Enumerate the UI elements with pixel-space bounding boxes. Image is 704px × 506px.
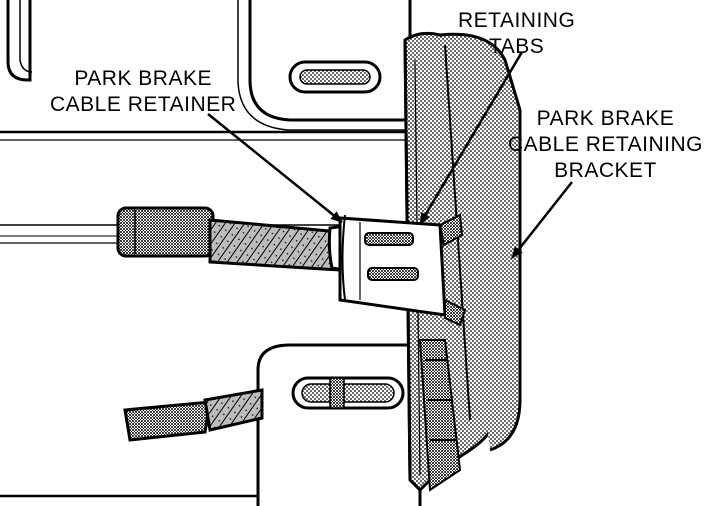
label-retaining-tabs: RETAINING TABS [458,8,575,60]
arrow-cable-retainer [207,113,343,223]
retaining-bracket [403,31,522,493]
label-retaining-bracket-line-3: BRACKET [554,159,657,182]
arrow-retaining-bracket [511,181,573,259]
upper-park-brake-cable [0,206,342,272]
label-cable-retainer: PARK BRAKE CABLE RETAINER [50,66,236,118]
label-retaining-bracket-line-2: CABLE RETAINING [508,133,703,156]
park-brake-cable-retainer [327,213,467,327]
label-retaining-bracket: PARK BRAKE CABLE RETAINING BRACKET [508,106,703,184]
upper-mounting-plate [237,0,412,131]
arrow-retaining-tabs [418,51,524,225]
upper-frame-corner [6,0,32,82]
label-retaining-tabs-line-1: RETAINING [458,9,576,32]
leader-arrows [207,51,573,259]
lower-mounting-plate [256,343,422,506]
label-cable-retainer-line-2: CABLE RETAINER [50,93,237,116]
label-retaining-bracket-line-1: PARK BRAKE [536,107,675,130]
label-retaining-tabs-line-2: TABS [489,35,545,58]
lower-park-brake-cable [123,388,264,442]
label-cable-retainer-line-1: PARK BRAKE [74,67,212,90]
